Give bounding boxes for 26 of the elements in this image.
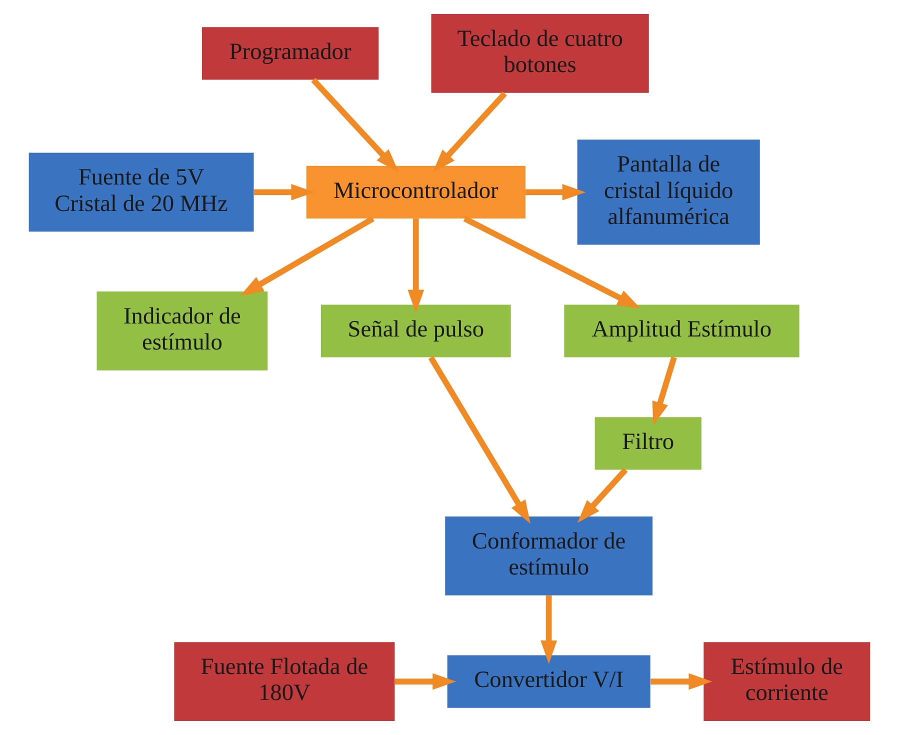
arrow <box>652 356 677 426</box>
arrow <box>311 78 399 172</box>
arrow <box>254 184 315 200</box>
node-box: Indicador de estímulo <box>96 292 268 370</box>
arrow <box>240 216 374 296</box>
node-box: Microcontrolador <box>306 166 526 219</box>
arrow <box>463 216 641 309</box>
node-box: Teclado de cuatro botones <box>431 14 649 93</box>
arrow <box>650 673 712 690</box>
arrow <box>577 468 628 523</box>
node-box: Fuente de 5V Cristal de 20 MHz <box>28 152 254 232</box>
node-box: Convertidor V/I <box>447 655 650 708</box>
arrow <box>428 356 530 524</box>
node-box: Estímulo de corriente <box>704 642 870 721</box>
node-box: Programador <box>202 27 379 80</box>
arrow <box>408 218 424 314</box>
node-box: Amplitud Estímulo <box>564 304 800 358</box>
node-box: Conformador de estímulo <box>445 516 653 596</box>
arrow <box>540 596 558 664</box>
node-box: Señal de pulso <box>320 304 511 358</box>
node-box: Filtro <box>594 417 702 470</box>
node-box: Fuente Flotada de 180V <box>174 642 395 721</box>
arrow <box>394 673 456 690</box>
arrow <box>432 92 507 172</box>
node-box: Pantalla de cristal líquido alfanumérica <box>577 140 760 245</box>
arrow <box>525 184 586 200</box>
